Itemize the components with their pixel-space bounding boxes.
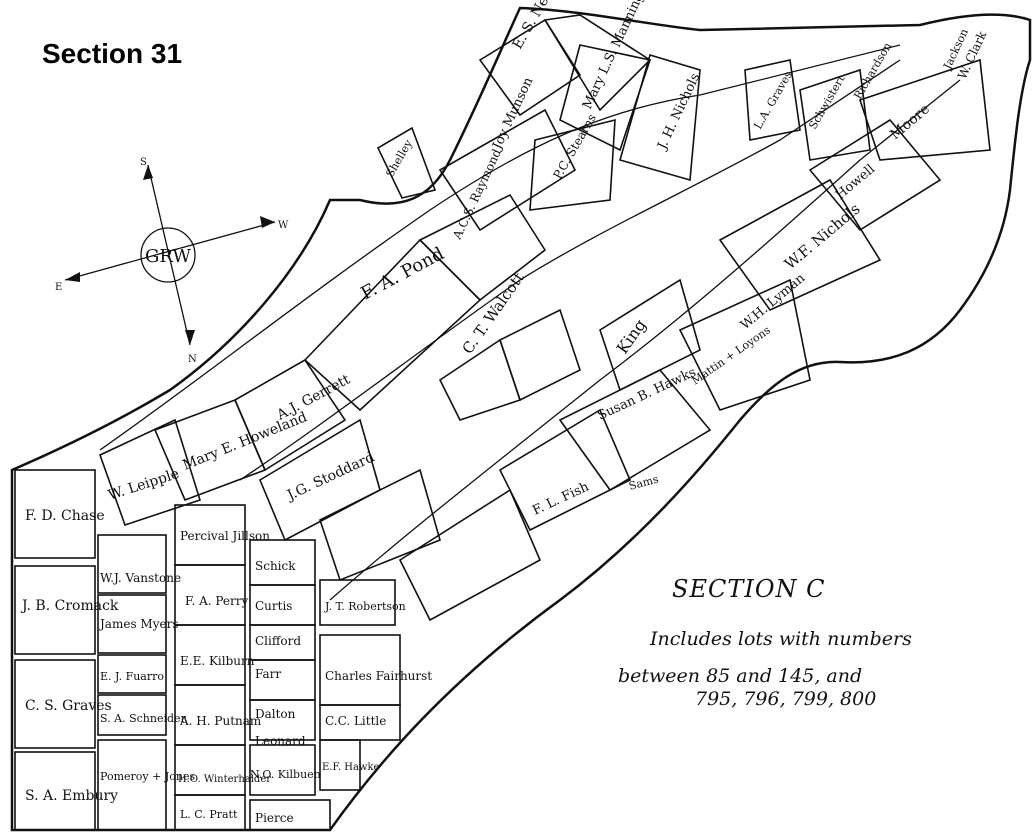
compass-arrow-e-icon [65,272,80,282]
lot-label: Mattin + Loyons [689,323,773,387]
central-blocks [99,14,991,622]
lot-label: Charles Fairhurst [325,669,432,683]
legend-title: SECTION C [672,575,826,603]
lot-label: A. H. Putnam [179,714,262,728]
legend-line-1: Includes lots with numbers [650,628,912,650]
lot-label: N.O. Kilbuen [250,768,321,781]
legend-line-2: between 85 and 145, and [618,665,863,687]
lot-label: Pomeroy + Jones [100,770,195,783]
lot-label: C.C. Little [325,714,386,728]
lot-label: E.F. Hawke [322,762,380,773]
lot-label: C. S. Graves [25,698,112,714]
lot-label: Percival Jillson [180,529,270,543]
compass-rose: GRW S W N E [55,157,289,365]
lot-label: W.F. Nichols [781,200,864,273]
lot-label: S. A. Embury [25,788,118,804]
section-boundary [10,6,1032,832]
lot-label: L.A. Graves [751,69,795,132]
lot-label: J. B. Cromack [20,598,119,614]
lot-label: Moore [887,101,933,143]
compass-label-e: E [55,282,62,293]
compass-center-text: GRW [145,246,192,267]
road-middle [239,59,901,481]
lot-label: James Myers [98,617,178,631]
lot-label: Farr [255,667,281,681]
section-title: Section 31 [42,38,183,69]
lot-label: W.J. Vanstone [100,571,181,585]
compass-circle [140,227,196,283]
compass-label-s: S [140,157,147,168]
compass-ns-line [147,164,191,346]
lot-label: E. J. Fuarro [100,670,164,683]
compass-label-n: N [188,354,197,365]
lot-117-shelley [376,126,437,199]
lot-label: F. D. Chase [25,508,105,524]
legend-line-3: 795, 796, 799, 800 [695,688,877,710]
lot-label: H.O. Winterhalder [178,774,271,785]
lot-label: Dalton [255,707,296,721]
lot-label: Leonard [255,734,306,748]
lot-label: Mary E. Howeland [181,409,310,474]
lot-label: Howell [833,162,878,203]
compass-label-w: W [278,220,289,231]
lot-label: F. L. Fish [530,479,592,518]
lot-label: Curtis [255,599,292,613]
road-upper [99,44,901,451]
lot-label: J. T. Robertson [324,600,406,613]
compass-arrow-s-icon [143,165,153,180]
lot-label: Schick [255,559,296,573]
lot-label: King [613,316,650,358]
lot-label: S. A. Schneider [100,712,187,725]
compass-ew-line [64,221,276,281]
lot-label: Sams [627,472,660,492]
lot-label: E.E. Kilburn [180,654,255,668]
lot-label: W. Leipple [106,466,181,504]
lot-label: F. A. Perry [185,594,248,608]
lot-label: Joy Munson [489,75,536,154]
lot-label: A.C.S. Raymond [450,146,505,242]
compass-arrow-n-icon [185,330,195,345]
road-lower [329,79,961,601]
compass-arrow-w-icon [260,216,275,228]
lot-label: Clifford [255,634,301,648]
lot-label: Pierce [255,811,294,825]
lot-label: Shelley [383,137,415,180]
lot-label: L. C. Pratt [180,808,238,821]
west-blocks [14,469,401,831]
